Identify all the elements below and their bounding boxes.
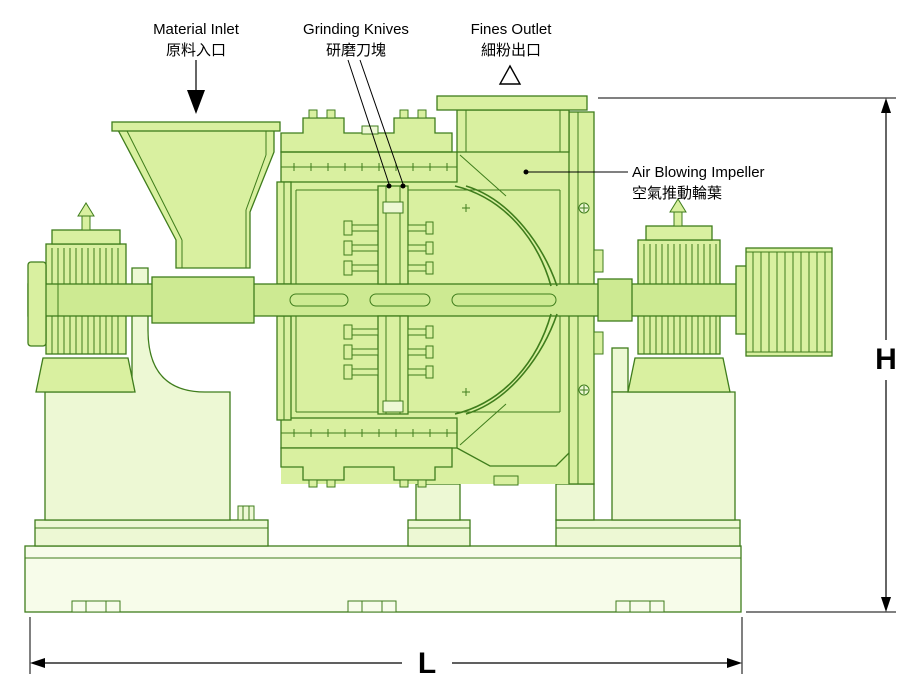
- rotor-disc: [377, 185, 409, 415]
- foundation-base: [24, 545, 742, 613]
- grinding-knives: [343, 220, 434, 380]
- shaft-keyway: [289, 293, 349, 307]
- shaft-keyway: [451, 293, 557, 307]
- material-inlet-arrow-icon: [187, 90, 205, 114]
- grinding-chamber: [276, 109, 604, 488]
- machine-feet-flanges: [34, 519, 741, 547]
- grinding-knives-leader-lines: [347, 59, 404, 185]
- dimension-height: H: [598, 97, 897, 613]
- height-extension-lines: [598, 97, 896, 613]
- right-grease-fitting-icon: [669, 198, 687, 213]
- material-inlet-label-en: Material Inlet: [153, 21, 240, 38]
- grinding-knives-label-zh: 研磨刀塊: [326, 42, 386, 59]
- callout-grinding-knives: Grinding Knives 研磨刀塊: [303, 21, 409, 189]
- air-blowing-impeller: [454, 185, 558, 415]
- height-arrow-bottom-icon: [881, 597, 891, 612]
- fines-outlet-label-en: Fines Outlet: [471, 21, 553, 38]
- height-arrow-top-icon: [881, 98, 891, 113]
- pulley-grooves: [752, 252, 826, 352]
- grinding-knives-label-en: Grinding Knives: [303, 21, 409, 38]
- length-dimension-label: L: [418, 647, 436, 680]
- chamber-supports: [415, 483, 595, 521]
- left-pedestal: [44, 267, 231, 521]
- material-inlet-hopper: [111, 121, 281, 269]
- length-arrow-right-icon: [727, 658, 742, 668]
- callout-air-blowing-impeller: Air Blowing Impeller 空氣推動輪葉: [523, 164, 765, 202]
- left-bearing-end-cover: [27, 261, 47, 347]
- length-arrow-left-icon: [30, 658, 45, 668]
- callout-material-inlet: Material Inlet 原料入口: [153, 21, 240, 114]
- height-dimension-label: H: [875, 343, 897, 376]
- shaft-keyway: [369, 293, 431, 307]
- callout-fines-outlet: Fines Outlet 細粉出口: [471, 21, 553, 85]
- fines-outlet-label-zh: 細粉出口: [481, 42, 541, 59]
- bottom-flange-bolts: [290, 429, 451, 437]
- material-inlet-label-zh: 原料入口: [166, 42, 226, 59]
- fines-outlet-duct: [436, 95, 588, 153]
- fines-outlet-triangle-icon: [498, 64, 522, 85]
- dimension-length: L: [29, 617, 743, 680]
- top-flange-bolts: [290, 163, 451, 171]
- left-grease-fitting-icon: [77, 202, 95, 217]
- air-impeller-label-en: Air Blowing Impeller: [632, 164, 765, 181]
- air-impeller-label-zh: 空氣推動輪葉: [632, 185, 722, 202]
- right-pedestal: [611, 347, 736, 521]
- belt-pulley: [735, 247, 833, 357]
- length-extension-lines: [29, 617, 743, 674]
